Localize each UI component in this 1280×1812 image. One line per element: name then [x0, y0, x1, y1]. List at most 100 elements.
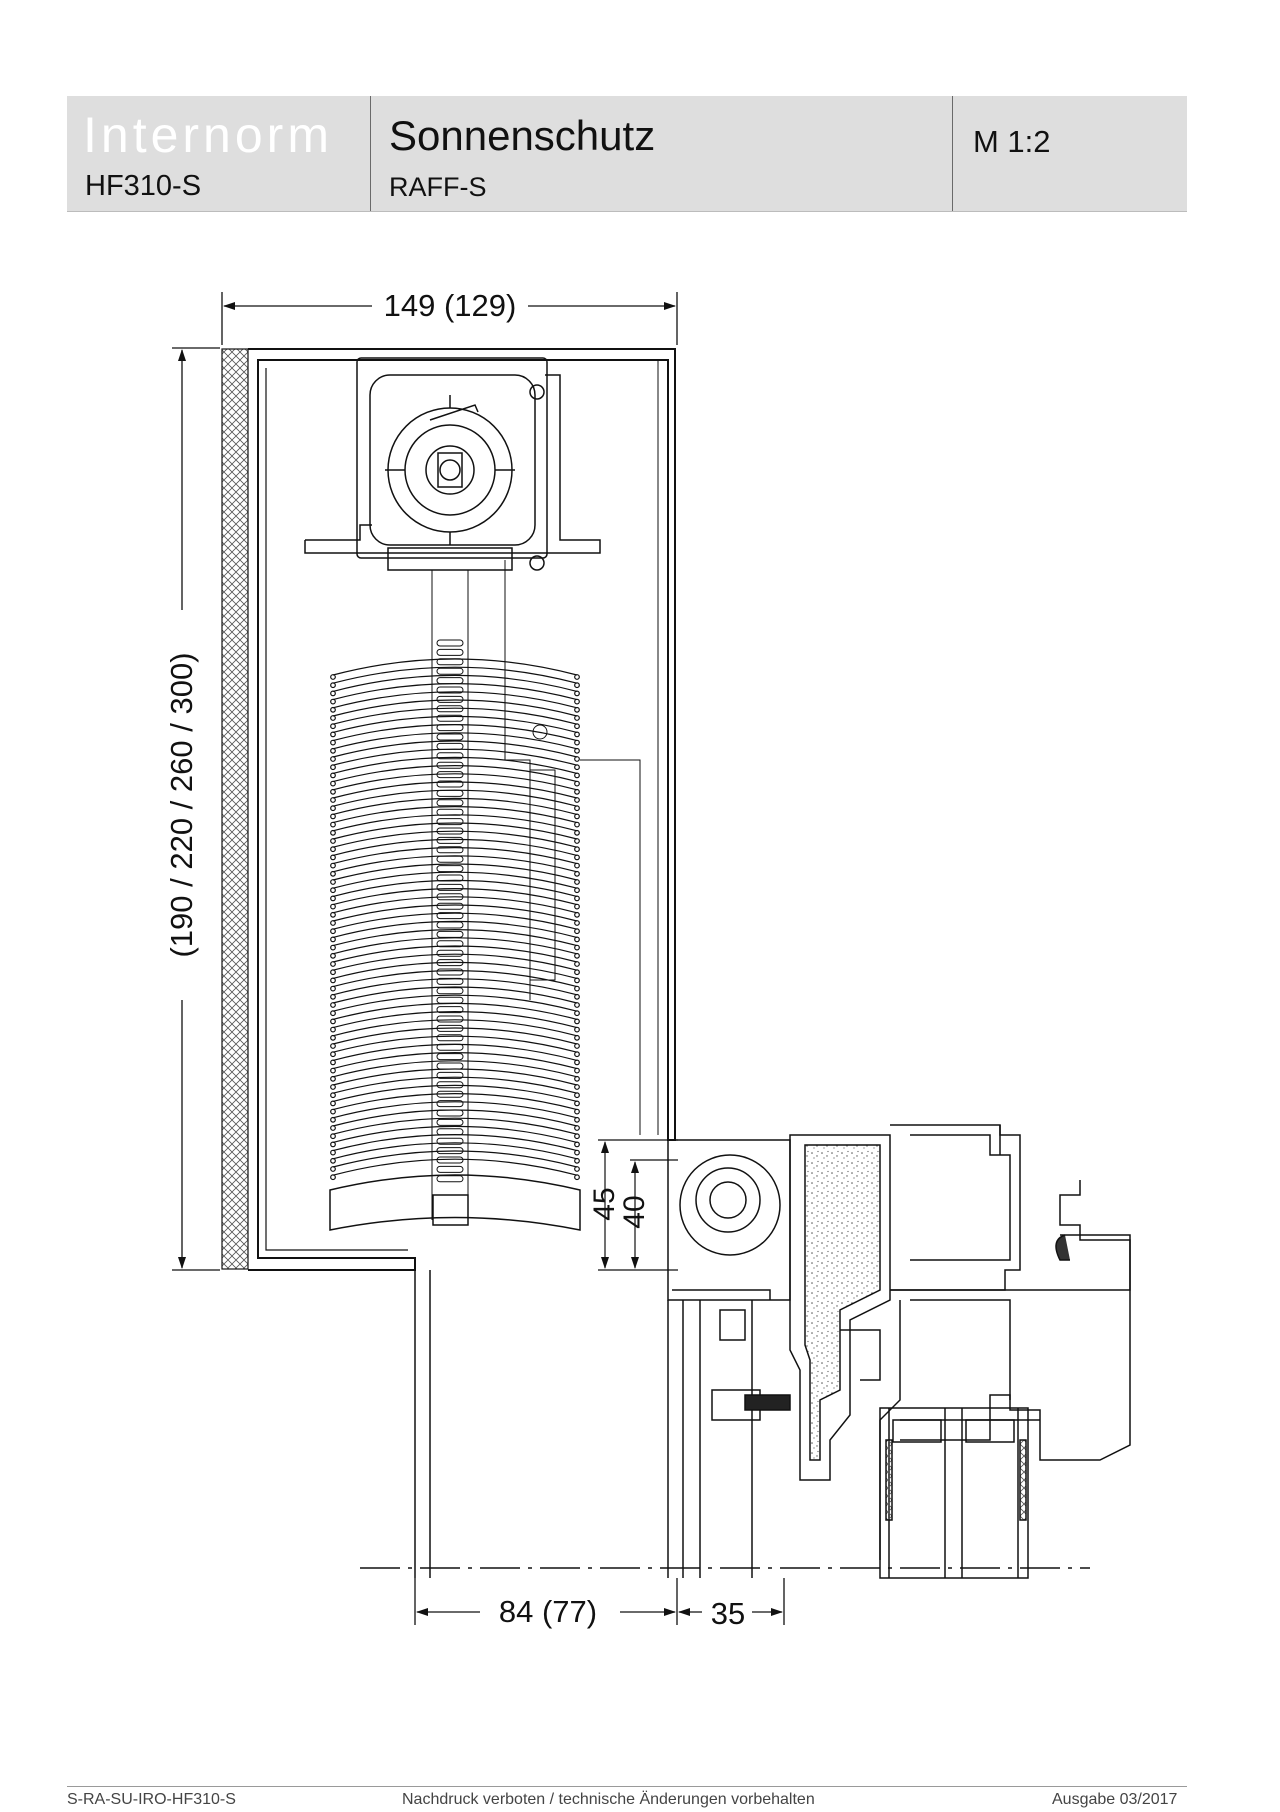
drawing-title: Sonnenschutz: [389, 112, 656, 159]
slat-edge: [574, 895, 580, 902]
slat-edge: [574, 1010, 580, 1017]
slat-edge: [330, 911, 336, 918]
slat-edge: [574, 1092, 580, 1099]
ladder-link: [436, 1071, 464, 1079]
ladder-link: [436, 1015, 464, 1023]
slat: [332, 1019, 578, 1037]
slat: [332, 896, 578, 914]
slat: [332, 699, 578, 717]
slat-edge: [574, 1100, 580, 1107]
document-code: S-RA-SU-IRO-HF310-S: [67, 1791, 236, 1808]
ladder-link: [436, 902, 464, 910]
ladder-link: [436, 771, 464, 779]
slat: [332, 888, 578, 906]
slat-edge: [574, 993, 580, 1000]
slat: [332, 765, 578, 783]
glazing-unit: [879, 1407, 1029, 1579]
slat-edge: [330, 928, 336, 935]
slat-edge: [330, 870, 336, 877]
slat-edge: [574, 682, 580, 689]
slat-edge: [330, 977, 336, 984]
ladder-link: [436, 761, 464, 769]
slat: [332, 715, 578, 733]
slat-edge: [574, 1075, 580, 1082]
ladder-link: [436, 648, 464, 656]
slat-edge: [574, 887, 580, 894]
footer-rule: [67, 1786, 1187, 1787]
slat: [332, 1125, 578, 1143]
slat-edge: [574, 756, 580, 762]
slat: [332, 1052, 578, 1070]
slat: [332, 994, 578, 1012]
insulation-layer: [221, 348, 249, 1270]
slat-edge: [330, 690, 336, 697]
ladder-link: [436, 1147, 464, 1155]
slat-edge: [574, 813, 580, 820]
slat-edge: [574, 838, 580, 844]
slat-edge: [330, 1125, 336, 1131]
slat-edge: [330, 813, 336, 820]
ladder-link: [436, 677, 464, 685]
ladder-link: [436, 808, 464, 816]
slat: [332, 904, 578, 922]
slat-edge: [574, 764, 580, 771]
slat-edge: [574, 1174, 580, 1181]
slat-edge: [574, 903, 580, 910]
ladder-link: [436, 893, 464, 901]
dimension-label-height: (190 / 220 / 260 / 300): [164, 652, 199, 957]
ladder-link: [436, 1156, 464, 1164]
slat: [332, 674, 578, 692]
slat: [332, 1142, 578, 1160]
ladder-link: [436, 1043, 464, 1051]
ladder-link: [436, 874, 464, 882]
slat-edge: [330, 887, 336, 894]
dimension-rail-height: [598, 1139, 678, 1271]
dimension-label-40: 40: [618, 1195, 651, 1228]
slat-edge: [574, 870, 580, 877]
ladder-link: [436, 855, 464, 863]
ladder-link: [436, 733, 464, 741]
ladder-link: [436, 1109, 464, 1117]
slat-edge: [330, 862, 336, 869]
slat: [332, 863, 578, 881]
slat-edge: [330, 1108, 336, 1115]
edition-date: Ausgabe 03/2017: [1052, 1791, 1178, 1808]
slat-edge: [574, 747, 580, 754]
slat: [332, 666, 578, 684]
slat-edge: [330, 682, 336, 689]
dimension-label-bottom-width: 84 (77): [499, 1594, 597, 1629]
slat: [332, 822, 578, 840]
slat-edge: [574, 821, 580, 828]
slat-edge: [574, 1059, 580, 1066]
slat: [332, 1035, 578, 1053]
slat-edge: [330, 1157, 336, 1164]
slat-edge: [574, 1166, 580, 1172]
slat: [332, 707, 578, 725]
slat-edge: [330, 952, 336, 959]
slat-edge: [574, 772, 580, 779]
ladder-link: [436, 1090, 464, 1098]
slat-edge: [574, 1149, 580, 1156]
slat: [332, 756, 578, 774]
slat-edge: [574, 961, 580, 967]
slat-edge: [574, 1018, 580, 1025]
slat: [332, 1093, 578, 1111]
ladder-link: [436, 846, 464, 854]
dimension-bottom: [414, 1578, 785, 1625]
slat-edge: [330, 829, 336, 836]
ladder-link: [436, 1034, 464, 1042]
slat-edge: [330, 723, 336, 730]
guide-rail-profile: [667, 1139, 791, 1578]
slat-edge: [330, 961, 336, 967]
slat-edge: [330, 903, 336, 910]
slat: [332, 781, 578, 799]
slat-edge: [330, 1010, 336, 1017]
slat-edge: [574, 674, 580, 680]
slat-edge: [330, 821, 336, 828]
slat-edge: [330, 747, 336, 754]
slat-edge: [574, 780, 580, 787]
slat-edge: [330, 895, 336, 902]
slat-edge: [330, 944, 336, 951]
header-divider: [370, 96, 371, 211]
slat: [332, 1084, 578, 1102]
